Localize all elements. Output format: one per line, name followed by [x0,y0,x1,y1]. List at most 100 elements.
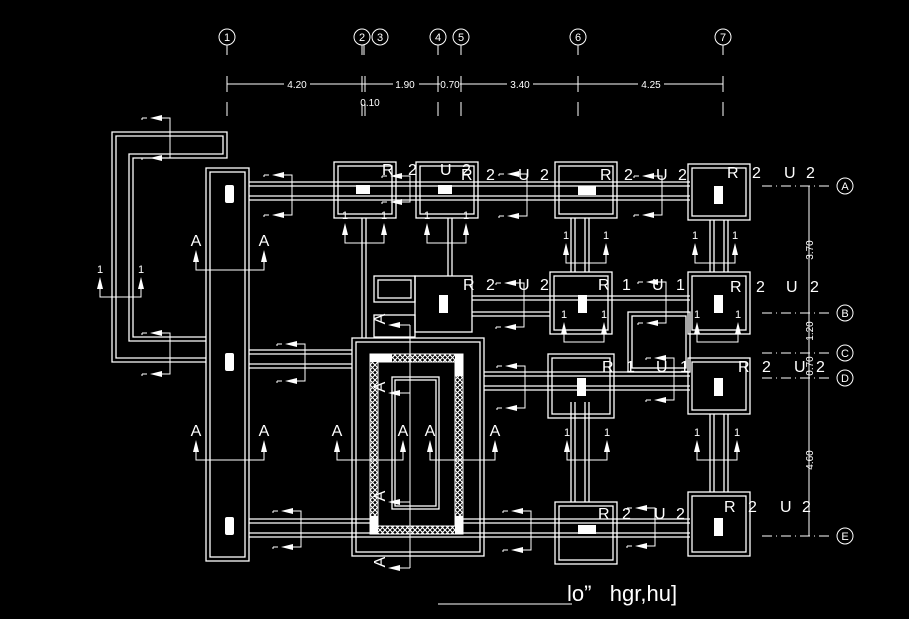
section-label: 1 [735,309,741,321]
section-label-tick [645,357,651,360]
label-footing-6-B: R 1 U 1 [598,277,685,294]
svg-text:2: 2 [486,167,495,184]
label-footing-2-A: R 2 U 2 [382,162,471,179]
section-label-tick [633,214,639,217]
grid-bubble-2: 2 [353,28,371,55]
footing-6-E [554,501,618,565]
svg-text:R: R [382,162,394,179]
section-label-tick [498,215,504,218]
section-1-1-cbeam-bottom [141,330,171,377]
dim-x-6-7: 4.25 [641,80,661,91]
svg-text:1: 1 [676,277,685,294]
section-arrow-icon [564,440,570,452]
footing-6-D [547,353,615,419]
section-label-tick [498,173,504,176]
grid-label-4: 4 [435,32,441,44]
svg-text:R: R [600,167,612,184]
section-arrow-icon [424,223,430,235]
grid-row-A: A [762,177,854,195]
section-label-tick [502,510,508,513]
section-label: 1 [603,230,609,242]
column-2-A [356,185,370,194]
svg-text:R: R [598,506,610,523]
section-label-tick [276,343,282,346]
section-arrow-icon [388,499,400,505]
section-1-1-core-right [496,363,526,411]
svg-text:R: R [598,277,610,294]
section-arrow-icon [505,405,517,411]
section-arrow-icon [603,243,609,255]
svg-text:R: R [724,499,736,516]
svg-text:2: 2 [806,165,815,182]
svg-text:R: R [727,165,739,182]
grid-label-C: C [841,348,849,360]
section-arrow-icon [561,322,567,334]
section-label-tick [495,282,501,285]
section-label-tick [496,365,502,368]
section-A-core-top: A [372,313,410,328]
section-label-tick [502,549,508,552]
section-1-1-beamE-mid [502,508,532,553]
section-label: 1 [694,309,700,321]
footing-labels: R 2 U 2 R 2 U 2 R 2 U 2 R 2 U 2 R 2 U 2 [382,162,825,523]
footing-2-A [333,161,397,219]
section-arrow-icon [388,390,400,396]
svg-text:2: 2 [462,162,471,179]
label-footing-7-D: R 2 U 2 [738,359,825,376]
section-label-tick [272,546,278,549]
svg-text:R: R [463,277,475,294]
svg-text:2: 2 [624,167,633,184]
section-label: 1 [734,427,740,439]
section-arrow-icon [563,243,569,255]
section-label: A [372,556,389,567]
svg-text:2: 2 [756,279,765,296]
section-label: 1 [424,210,430,222]
column-6-D [577,378,586,396]
section-arrow-icon [381,223,387,235]
section-arrow-icon [601,322,607,334]
grid-bubble-7: 7 [714,28,732,55]
grid-x-axis: 1 2 3 4 5 6 7 [218,28,732,116]
section-A-core-upper: A [372,381,410,396]
section-label-tick [637,322,643,325]
grid-label-E: E [841,531,848,543]
section-1-1-cbeam-top [141,115,171,161]
footing-6-A [554,161,618,219]
grid-label-7: 7 [720,32,726,44]
section-label-tick [637,281,643,284]
label-footing-7-B: R 2 U 2 [730,279,819,296]
left-c-beam [111,131,228,363]
svg-text:2: 2 [762,359,771,376]
label-footing-4-A: R 2 U 2 [461,167,549,184]
dim-x-3-4: 1.90 [395,80,415,91]
section-arrow-icon [281,508,293,514]
section-1-1-beamC [276,341,306,384]
section-label: 1 [463,210,469,222]
grid-label-A: A [841,181,849,193]
grid-row-E: E [762,527,854,545]
section-label: 1 [138,264,144,276]
section-label: 1 [97,264,103,276]
column-1-A [225,185,234,203]
label-footing-6-E: R 2 U 2 [598,506,685,523]
section-arrow-icon [635,505,647,511]
dim-x-2-3: 0.10 [360,98,380,109]
svg-text:R: R [461,167,473,184]
section-label-tick [141,332,147,335]
svg-text:1: 1 [622,277,631,294]
central-core-raft [351,337,485,557]
section-arrow-icon [400,440,406,452]
section-arrow-icon [390,173,402,179]
dim-x-5-6: 3.40 [510,80,530,91]
grid-bubble-4: 4 [429,28,447,55]
section-1-1-beamA [263,172,293,218]
svg-text:1: 1 [626,359,635,376]
dim-x-1-2: 4.20 [287,80,307,91]
section-label-tick [626,507,632,510]
